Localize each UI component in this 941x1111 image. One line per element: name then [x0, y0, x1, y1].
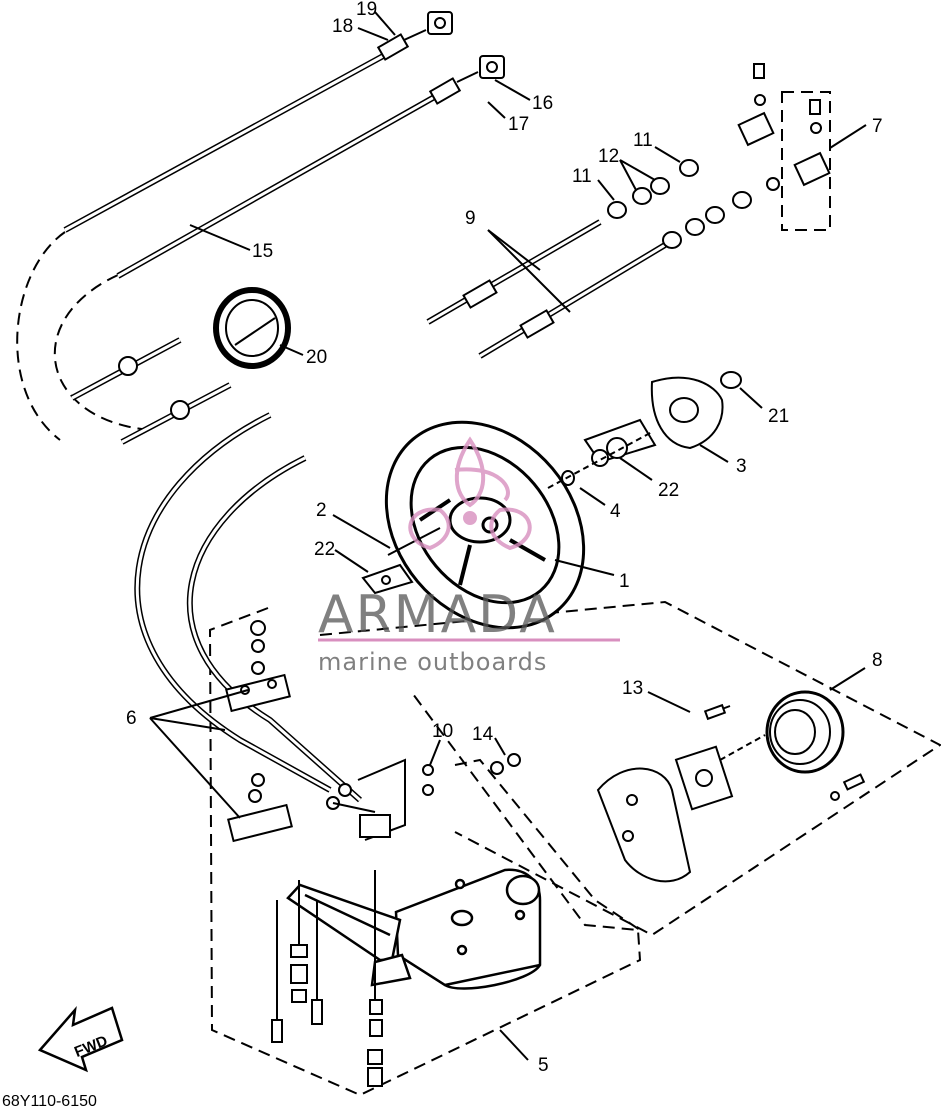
callout-11-top: 11 [633, 130, 653, 151]
hub-plate [361, 371, 742, 595]
fitting-group-outline [781, 91, 831, 231]
callout-18: 18 [332, 16, 353, 37]
cable-loop-right [53, 274, 151, 431]
cable-loop-left [16, 231, 66, 441]
leader-lines [149, 11, 867, 1061]
steering-cables [426, 219, 667, 359]
callout-19: 19 [356, 0, 377, 20]
bolts [271, 870, 383, 1087]
helm-unit [490, 690, 866, 883]
callout-7: 7 [872, 116, 883, 137]
fwd-arrow-icon [37, 1006, 124, 1073]
callout-5: 5 [538, 1055, 549, 1076]
remote-control-outline [208, 607, 642, 1097]
clevis-plates [427, 11, 505, 79]
part-code: 68Y110-6150 [2, 1093, 97, 1110]
callout-9: 9 [465, 208, 476, 229]
callout-15: 15 [252, 241, 273, 262]
callout-10: 10 [432, 721, 453, 742]
callout-17: 17 [508, 114, 529, 135]
callout-2: 2 [316, 500, 327, 521]
callout-22-right: 22 [658, 480, 679, 501]
callout-4: 4 [610, 501, 621, 522]
callout-6: 6 [126, 708, 137, 729]
callout-11-left: 11 [572, 166, 592, 187]
fwd-arrow: FWD [37, 1006, 124, 1073]
watermark: ARMADA marine outboards [318, 436, 620, 676]
callout-22-left: 22 [314, 539, 335, 560]
bracket-outline [454, 758, 641, 931]
watermark-title: ARMADA [318, 585, 557, 645]
clamp-brackets [225, 620, 434, 843]
callout-16: 16 [532, 93, 553, 114]
watermark-subtitle: marine outboards [318, 648, 547, 676]
callout-13: 13 [622, 678, 643, 699]
callout-12: 12 [598, 146, 619, 167]
steering-wheel [384, 420, 586, 630]
callout-14: 14 [472, 724, 494, 745]
callout-21: 21 [768, 406, 789, 427]
callout-3: 3 [736, 456, 747, 477]
nuts-washers [607, 159, 780, 249]
end-fittings [737, 63, 831, 187]
callout-labels: 18 19 16 17 11 12 11 7 9 15 20 21 3 22 4… [126, 0, 883, 1076]
callout-20: 20 [306, 347, 327, 368]
remote-control-box [286, 868, 542, 990]
callout-1: 1 [619, 571, 630, 592]
ring-part-20 [213, 287, 291, 369]
watermark-logo-icon [408, 436, 532, 551]
callout-8: 8 [872, 650, 883, 671]
